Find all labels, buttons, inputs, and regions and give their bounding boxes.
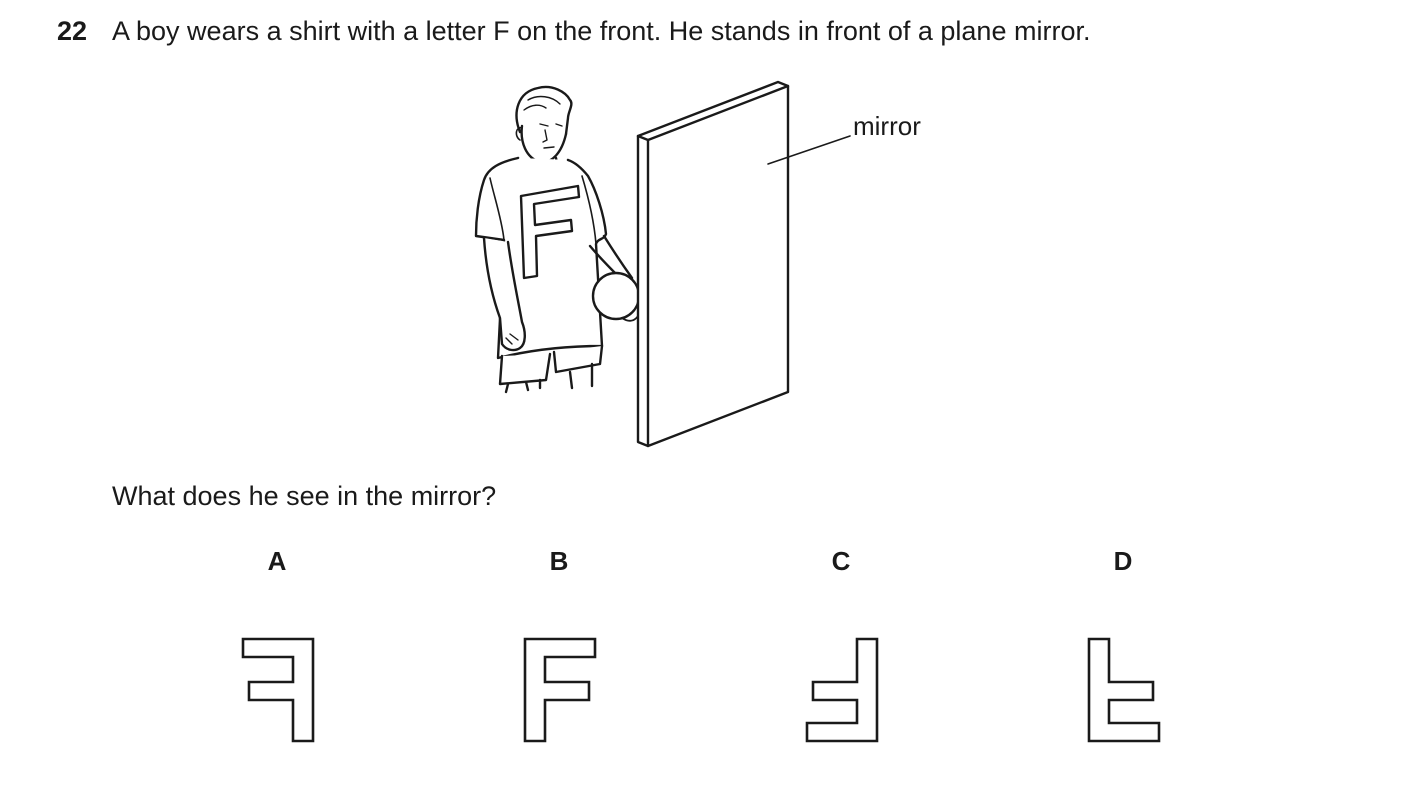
option-a-label: A	[267, 546, 287, 576]
option-c-rotated-f-icon[interactable]	[803, 636, 881, 746]
question-number: 22	[57, 16, 88, 46]
option-d-upside-down-f-icon[interactable]	[1085, 636, 1163, 746]
shirt-letter-f-icon	[519, 184, 581, 280]
mirror-leader-line	[767, 135, 851, 165]
plane-mirror-illustration	[636, 80, 790, 448]
option-d-label: D	[1113, 546, 1133, 576]
question-prompt: What does he see in the mirror?	[112, 481, 497, 511]
option-b-label: B	[549, 546, 569, 576]
option-b-normal-f-icon[interactable]	[521, 636, 599, 746]
option-c-label: C	[831, 546, 851, 576]
option-a-mirrored-f-icon[interactable]	[239, 636, 317, 746]
boy-illustration	[474, 85, 641, 394]
question-text: A boy wears a shirt with a letter F on t…	[112, 16, 1091, 46]
mirror-label: mirror	[853, 111, 921, 141]
